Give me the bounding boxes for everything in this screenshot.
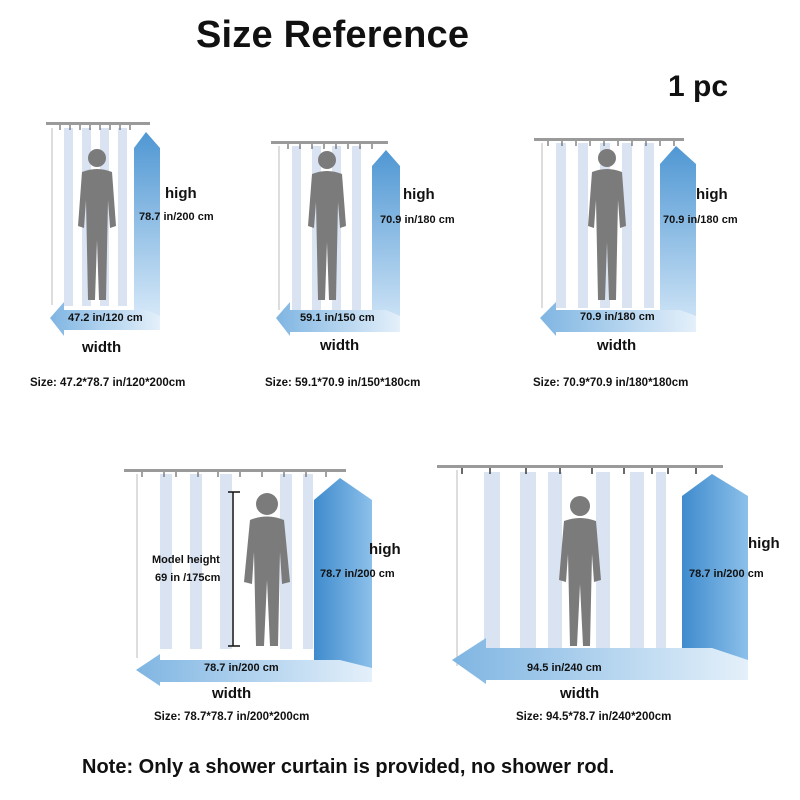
model-height-label: Model height 69 in /175cm	[152, 551, 220, 587]
height-value: 70.9 in/180 cm	[663, 214, 738, 226]
model-height-title: Model height	[152, 554, 220, 566]
height-value: 78.7 in/200 cm	[689, 568, 764, 580]
width-value: 59.1 in/150 cm	[300, 312, 375, 324]
size-spec: Size: 59.1*70.9 in/150*180cm	[265, 377, 421, 389]
height-label: high	[748, 535, 780, 552]
width-label: width	[82, 339, 122, 356]
height-label: high	[696, 186, 728, 203]
width-value: 47.2 in/120 cm	[68, 312, 143, 324]
width-value: 94.5 in/240 cm	[527, 662, 602, 674]
size-spec: Size: 78.7*78.7 in/200*200cm	[154, 711, 310, 723]
curtain-3	[534, 138, 696, 336]
footer-note: Note: Only a shower curtain is provided,…	[82, 756, 615, 778]
height-value: 70.9 in/180 cm	[380, 214, 455, 226]
person-silhouette	[244, 493, 290, 646]
quantity-label: 1 pc	[668, 70, 729, 103]
width-label: width	[212, 685, 252, 702]
width-label: width	[560, 685, 600, 702]
model-height-value: 69 in /175cm	[155, 572, 221, 584]
person-silhouette	[78, 149, 116, 300]
height-label: high	[369, 541, 401, 558]
width-value: 78.7 in/200 cm	[204, 662, 279, 674]
size-spec: Size: 94.5*78.7 in/240*200cm	[516, 711, 672, 723]
curtain-1	[46, 122, 160, 336]
page-title: Size Reference	[196, 14, 470, 56]
size-spec: Size: 70.9*70.9 in/180*180cm	[533, 377, 689, 389]
height-arrow	[134, 132, 160, 316]
person-silhouette	[308, 151, 346, 300]
size-spec: Size: 47.2*78.7 in/120*200cm	[30, 377, 186, 389]
width-value: 70.9 in/180 cm	[580, 311, 655, 323]
person-silhouette	[559, 496, 601, 646]
width-label: width	[597, 337, 637, 354]
height-arrow	[372, 150, 400, 332]
width-label: width	[320, 337, 360, 354]
height-label: high	[165, 185, 197, 202]
height-value: 78.7 in/200 cm	[139, 211, 214, 223]
height-arrow	[660, 146, 696, 332]
person-silhouette	[588, 149, 626, 300]
height-label: high	[403, 186, 435, 203]
curtain-2	[271, 141, 400, 336]
width-arrow	[452, 638, 748, 684]
height-value: 78.7 in/200 cm	[320, 568, 395, 580]
